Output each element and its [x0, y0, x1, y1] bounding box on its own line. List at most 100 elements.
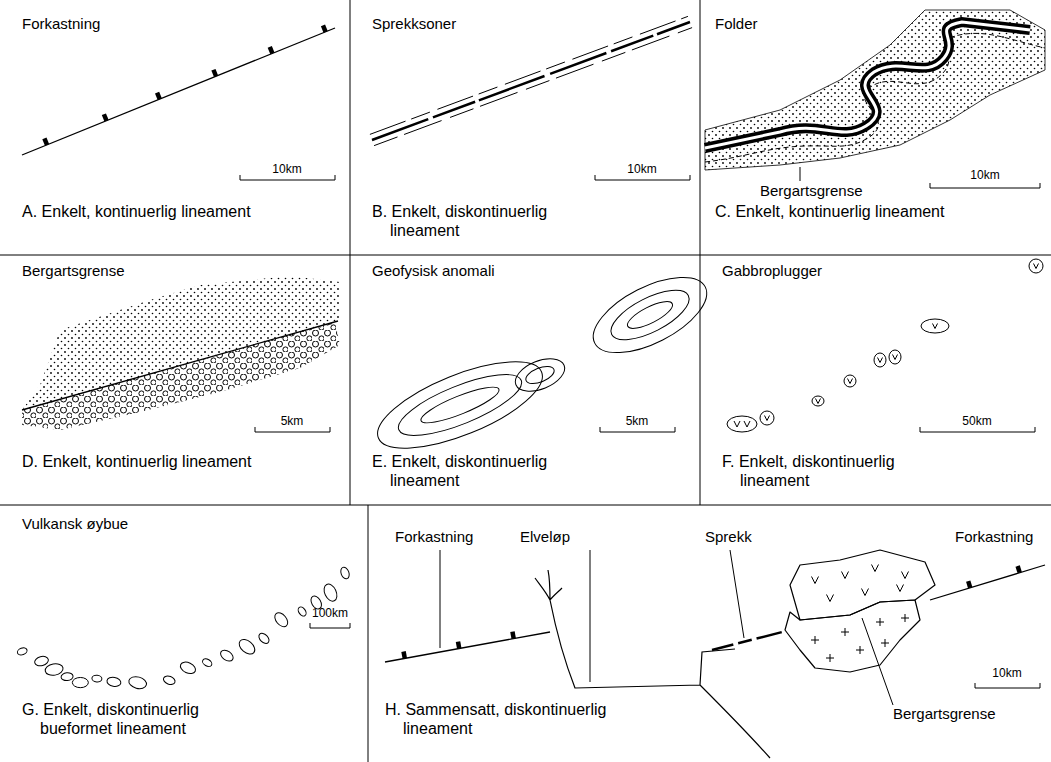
anomaly-contour [624, 297, 676, 334]
scale-label: 5km [626, 414, 649, 428]
fault-tick [323, 25, 326, 31]
anomaly-contour [392, 363, 529, 448]
panel-label: Vulkansk øybue [22, 515, 128, 533]
anomaly-contour [418, 381, 503, 429]
scale-label: 50km [962, 414, 991, 428]
leader-line [730, 550, 744, 638]
gabbro-symbol [878, 358, 883, 363]
granite-symbol [815, 636, 816, 644]
scale-label: 10km [970, 168, 999, 182]
anomaly-contour [511, 352, 570, 397]
leader-line [440, 550, 441, 648]
gabbro-plug [921, 319, 949, 333]
stippled-layer [705, 10, 1045, 170]
fracture-zone [370, 16, 688, 134]
panel-caption: C. Enkelt, kontinuerlig lineament [715, 202, 948, 221]
panel-label: Sprekk [705, 528, 752, 546]
panel-label: Geofysisk anomali [372, 262, 495, 280]
fault-tick [458, 642, 459, 649]
gabbro-symbol [1034, 264, 1039, 269]
anomaly-contour [523, 363, 556, 387]
panel-caption: D. Enkelt, kontinuerlig lineament [22, 452, 255, 471]
folded-layer [705, 22, 1030, 148]
volcanic-island [297, 606, 308, 618]
gabbro-plug [1029, 259, 1043, 273]
volcanic-island [219, 648, 236, 663]
volcanic-island [106, 676, 121, 687]
gabbro-symbol [893, 355, 898, 360]
gabbro-symbol [862, 589, 869, 596]
scale-label: 100km [312, 606, 348, 620]
gabbro-symbol [897, 585, 904, 592]
volcanic-island [272, 610, 290, 629]
panel-label: Bergartsgrense [760, 182, 863, 200]
panel-caption: G. Enkelt, diskontinuerlig bueformet lin… [22, 700, 270, 738]
scale-label: 10km [992, 666, 1021, 680]
fracture-zone [372, 22, 690, 140]
panel-label: Bergartsgrense [22, 262, 125, 280]
fault-tick [213, 70, 216, 76]
fault-tick [968, 581, 970, 588]
gabbro-plug [760, 411, 774, 425]
panel-border [0, 255, 1051, 256]
volcanic-island [44, 662, 64, 676]
panel-caption: B. Enkelt, diskontinuerlig lineament [372, 202, 605, 240]
fault-tick [157, 93, 160, 99]
gabbro-symbol [816, 399, 821, 404]
panel-caption: F. Enkelt, diskontinuerlig lineament [722, 452, 955, 490]
gabbro-symbol [812, 577, 819, 584]
panel-label: Sprekksoner [372, 15, 456, 33]
fracture [712, 630, 790, 650]
panel-caption: A. Enkelt, kontinuerlig lineament [22, 202, 255, 221]
gabbro-symbol [744, 421, 750, 427]
anomaly-contour [367, 344, 553, 466]
leader-line [800, 167, 801, 181]
gabbro-symbol [872, 565, 879, 572]
granite-symbol [880, 618, 881, 626]
gabbro-plug [727, 416, 757, 432]
volcanic-island [257, 631, 271, 645]
leader-line [590, 550, 591, 682]
anomaly-contour [582, 262, 718, 368]
fault-line [930, 565, 1045, 600]
scale-bar [310, 623, 350, 628]
gabbro-symbol [848, 379, 853, 384]
granite-symbol [830, 654, 831, 662]
granite-symbol [905, 614, 906, 622]
granite-symbol [860, 646, 861, 654]
leader-line [862, 618, 893, 705]
volcanic-island [72, 677, 88, 687]
river [535, 570, 770, 758]
panel-caption: E. Enkelt, diskontinuerlig lineament [372, 452, 605, 490]
volcanic-island [61, 672, 74, 681]
panel-border [700, 0, 701, 505]
rock-boundary [22, 321, 338, 410]
volcanic-island [201, 657, 213, 668]
panel-border [0, 505, 1051, 506]
gabbro-symbol [827, 595, 834, 602]
granite-body [785, 600, 920, 672]
scale-bar [930, 183, 1040, 188]
volcanic-island [162, 675, 176, 686]
fault-tick [1018, 566, 1020, 573]
volcanic-island [339, 566, 350, 580]
gabbro-symbol [902, 572, 909, 579]
panel-border [350, 0, 351, 505]
gabbro-symbol [765, 416, 770, 421]
volcanic-island [127, 675, 147, 691]
gabbro-plug [812, 396, 824, 406]
panel-caption: H. Sammensatt, diskontinuerlig lineament [385, 700, 668, 738]
anomaly-contour [604, 280, 696, 349]
panel-label: Gabbroplugger [722, 262, 822, 280]
granite-symbol [845, 628, 846, 636]
panel-label: Folder [715, 15, 758, 33]
scale-label: 10km [627, 162, 656, 176]
scale-label: 10km [272, 162, 301, 176]
volcanic-island [179, 660, 198, 676]
gabbro-plug [874, 353, 886, 367]
conglomerate-rock [22, 322, 340, 430]
fault-tick [270, 47, 273, 53]
fault-tick [44, 138, 47, 144]
